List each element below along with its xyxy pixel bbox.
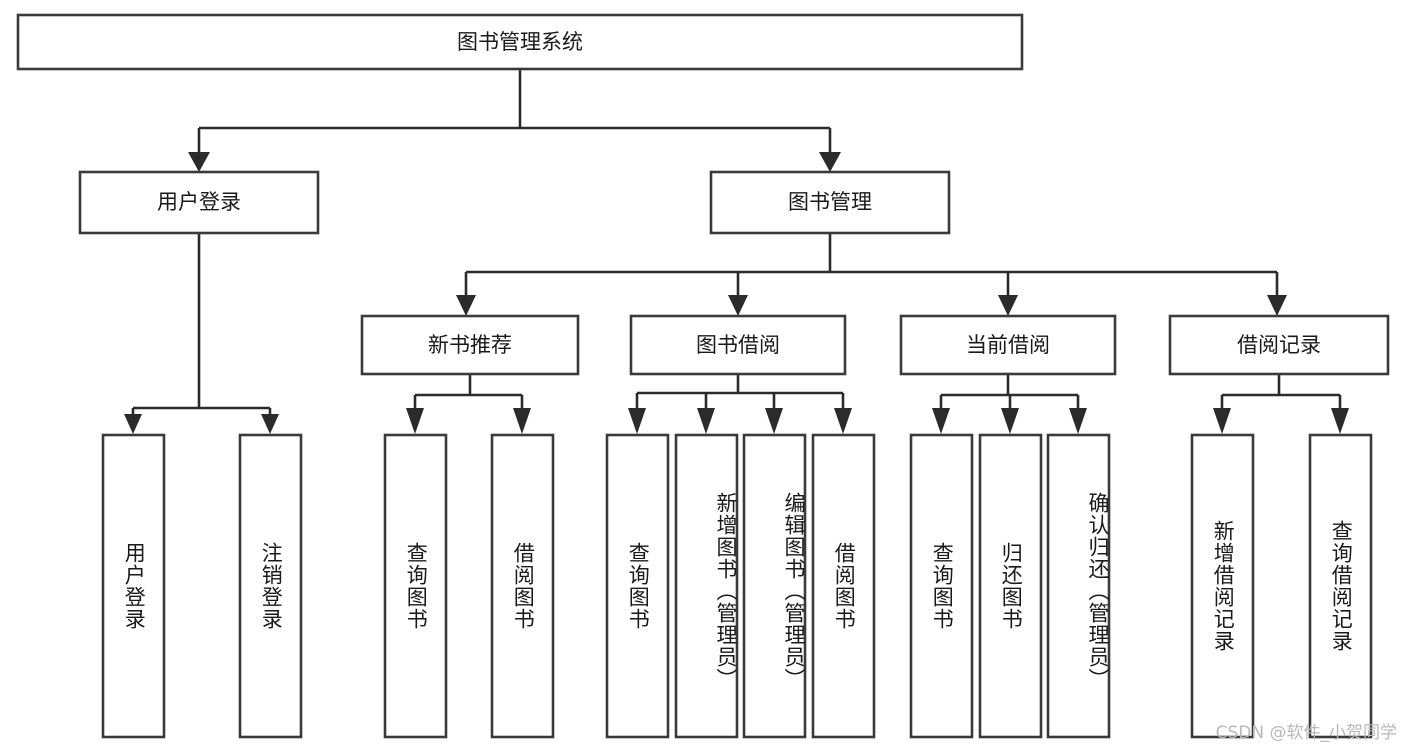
node-book-management-box[interactable] <box>709 170 951 235</box>
arrow-to-book-management <box>819 152 841 172</box>
node-new-book-recommend-box[interactable] <box>360 314 580 376</box>
node-book-management[interactable]: 图书管理 <box>709 170 951 235</box>
leaf-add-record-box[interactable] <box>1190 433 1255 739</box>
leaf-borrow-book-2-box[interactable] <box>811 433 876 739</box>
node-user-login-box[interactable] <box>78 170 320 235</box>
leaf-add-book-box[interactable] <box>674 433 739 739</box>
arrow-to-new-book-recommend <box>456 295 476 316</box>
arrow-to-current-borrow <box>998 295 1018 316</box>
leaf-query-book-1-box[interactable] <box>383 433 448 739</box>
leaf-logout-box[interactable] <box>238 433 303 739</box>
watermark-text: CSDN @软件_小贺同学 <box>1215 723 1397 743</box>
arrow-to-leaf-logout <box>261 414 279 434</box>
arrow-to-borrow-record <box>1267 295 1287 316</box>
node-book-borrow-box[interactable] <box>629 314 847 376</box>
node-new-book-recommend[interactable]: 新书推荐 <box>360 314 580 376</box>
arrow-to-leaf-user-login <box>124 414 142 434</box>
arrow-to-leaf-add-book <box>697 408 715 434</box>
connector-group-current-borrow <box>932 374 1087 434</box>
leaf-query-record-box[interactable] <box>1308 433 1373 739</box>
node-new-book-recommend-label: 新书推荐 <box>428 333 512 357</box>
arrow-to-leaf-confirm-return <box>1069 408 1087 434</box>
leaf-user-login-box[interactable] <box>101 433 166 739</box>
arrow-to-user-login <box>188 152 210 172</box>
arrow-to-leaf-add-record <box>1213 408 1231 434</box>
arrow-to-leaf-query-book-2 <box>628 408 646 434</box>
connector-group-user-login <box>124 233 279 434</box>
connector-group-book-borrow <box>628 374 852 434</box>
node-current-borrow[interactable]: 当前借阅 <box>899 314 1117 376</box>
arrow-to-leaf-borrow-book-2 <box>834 408 852 434</box>
node-current-borrow-box[interactable] <box>899 314 1117 376</box>
leaf-query-book-2-box[interactable] <box>605 433 670 739</box>
leaf-confirm-return-box[interactable] <box>1046 433 1111 739</box>
arrow-to-leaf-borrow-book-1 <box>513 408 531 434</box>
node-book-management-label: 图书管理 <box>788 190 872 214</box>
node-book-borrow-label: 图书借阅 <box>696 333 780 357</box>
leaf-borrow-book-1-box[interactable] <box>490 433 555 739</box>
arrow-to-leaf-query-book-3 <box>932 408 950 434</box>
leaf-query-book-3-box[interactable] <box>909 433 974 739</box>
arrow-to-leaf-return-book <box>1001 408 1019 434</box>
connector-group-book-management <box>456 233 1287 316</box>
arrow-to-leaf-query-record <box>1331 408 1349 434</box>
connector-group-root <box>188 69 841 172</box>
node-user-login-label: 用户登录 <box>157 190 241 214</box>
node-root-box[interactable] <box>16 13 1024 71</box>
arrow-to-leaf-edit-book <box>765 408 783 434</box>
node-root[interactable]: 图书管理系统 <box>16 13 1024 71</box>
leaf-edit-book-box[interactable] <box>742 433 807 739</box>
node-book-borrow[interactable]: 图书借阅 <box>629 314 847 376</box>
node-borrow-record[interactable]: 借阅记录 <box>1168 314 1390 376</box>
node-user-login[interactable]: 用户登录 <box>78 170 320 235</box>
arrow-to-leaf-query-book-1 <box>406 408 424 434</box>
node-borrow-record-box[interactable] <box>1168 314 1390 376</box>
node-borrow-record-label: 借阅记录 <box>1237 333 1321 357</box>
arrow-to-book-borrow <box>728 295 748 316</box>
node-root-label: 图书管理系统 <box>457 30 583 54</box>
connector-group-borrow-record <box>1213 374 1349 434</box>
leaf-return-book-box[interactable] <box>978 433 1043 739</box>
node-current-borrow-label: 当前借阅 <box>966 333 1050 357</box>
connector-group-new-book-recommend <box>406 374 531 434</box>
leaf-boxes <box>101 433 1373 739</box>
